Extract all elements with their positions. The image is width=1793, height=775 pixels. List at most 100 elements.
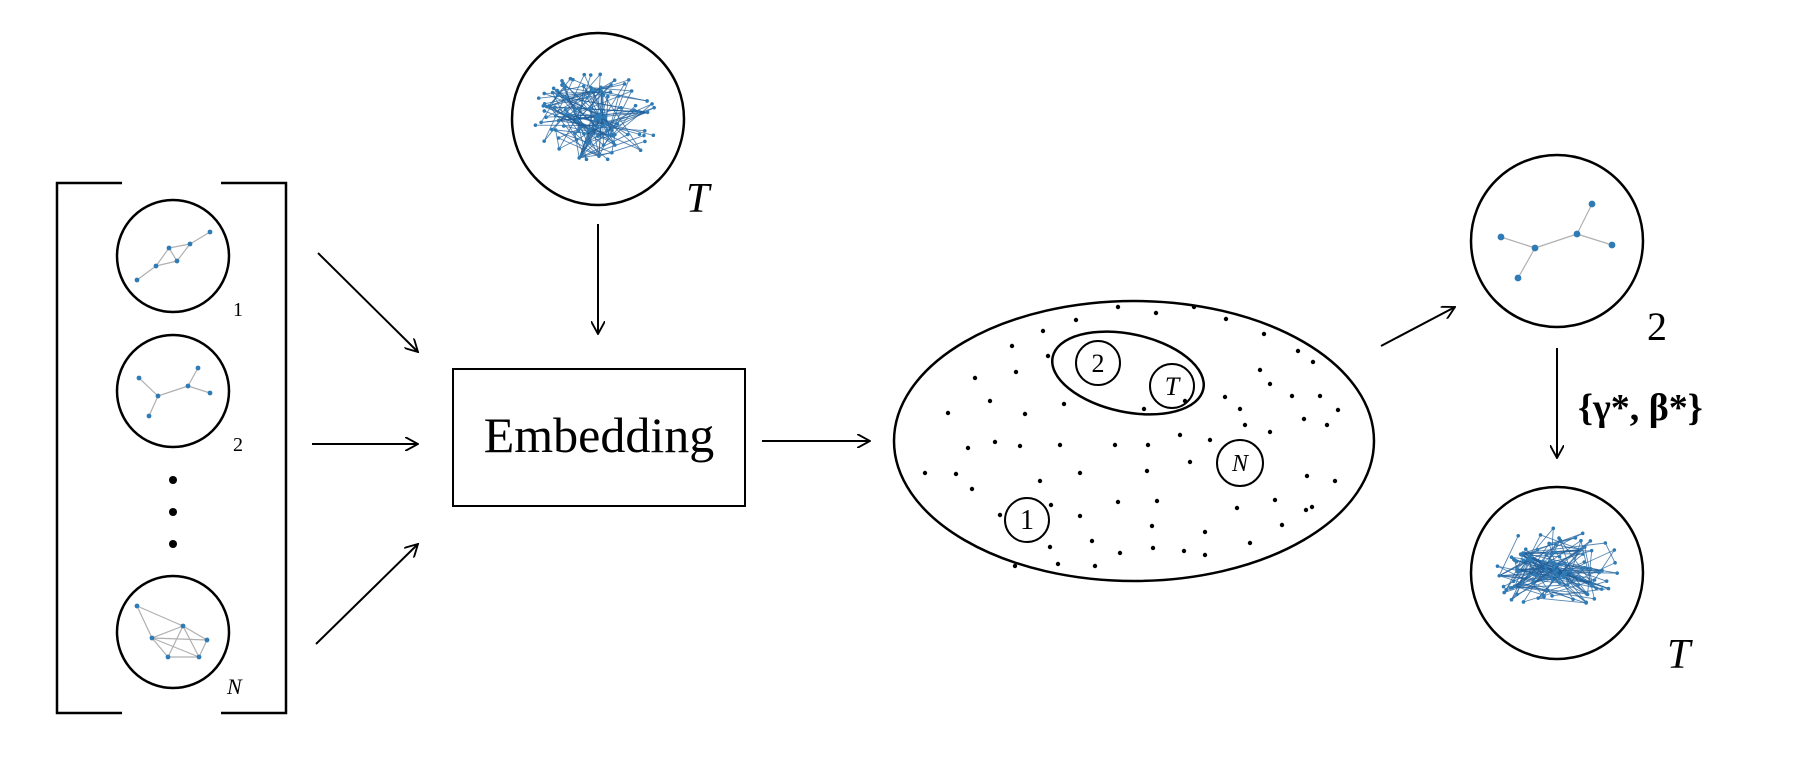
network-node (601, 93, 606, 97)
point-1: 1 (1004, 497, 1050, 543)
network-node (588, 73, 593, 77)
network-node (637, 132, 642, 137)
network-node (598, 72, 603, 77)
network-node (615, 122, 620, 126)
network-node (575, 118, 579, 122)
network-node (1538, 533, 1543, 537)
network-edge (1563, 574, 1587, 595)
input-graph-2: 2 (115, 333, 243, 456)
network-edge (587, 134, 616, 143)
embedding-label: Embedding (484, 407, 715, 463)
network-node (597, 117, 602, 121)
network-node (632, 108, 636, 113)
network-node (563, 108, 568, 112)
network-node (555, 88, 560, 93)
network-node (642, 133, 646, 138)
network-node (1561, 575, 1566, 580)
embedding-point (1037, 478, 1043, 484)
network-node (1529, 558, 1534, 563)
network-edge (1587, 550, 1593, 595)
point-target-label: T (1165, 372, 1181, 401)
network-node (1551, 560, 1556, 565)
network-node (550, 90, 555, 95)
network-node (555, 93, 560, 98)
network-edge (578, 129, 591, 159)
graph-2-network (136, 365, 213, 419)
network-edge (540, 95, 559, 123)
network-node (1588, 567, 1593, 571)
embedding-point (987, 398, 993, 404)
network-node (542, 139, 546, 143)
network-node (616, 94, 621, 98)
network-node (1592, 578, 1597, 582)
network-node (586, 128, 591, 133)
graph-1-label: 1 (233, 299, 243, 321)
network-node (582, 72, 587, 77)
vertical-ellipsis (169, 476, 177, 548)
network-node (1550, 594, 1554, 598)
embedding-point (1247, 540, 1253, 546)
network-edge (1498, 535, 1519, 576)
point-n: N (1216, 439, 1264, 487)
network-node (612, 78, 617, 83)
network-edge (576, 74, 592, 121)
network-node (601, 123, 605, 128)
network-node (1584, 601, 1588, 605)
network-node (585, 95, 589, 100)
embedding-point (945, 410, 951, 416)
embedding-point (1061, 401, 1067, 407)
network-node (563, 85, 567, 90)
network-edge (564, 86, 648, 102)
network-edge (1521, 554, 1560, 558)
network-node (568, 113, 573, 118)
network-node (650, 102, 654, 106)
network-edge (598, 140, 646, 157)
network-edge (597, 126, 645, 132)
network-node (1511, 579, 1516, 584)
embedding-point (1242, 422, 1248, 428)
network-node (1557, 536, 1561, 540)
embedding-point (1237, 406, 1243, 412)
network-node (1526, 573, 1531, 577)
network-edge (1516, 556, 1530, 595)
input-arrows (312, 252, 418, 645)
network-edge (1591, 580, 1607, 587)
network-node (1544, 568, 1548, 573)
network-node (610, 128, 614, 133)
network-node (577, 156, 581, 160)
embedding-point (1310, 359, 1316, 365)
network-node (577, 126, 582, 130)
network-edge (1497, 565, 1533, 584)
embedding-point (1304, 473, 1310, 479)
network-node (553, 128, 558, 132)
network-edge (607, 96, 620, 136)
embedding-point (1073, 317, 1079, 323)
network-edge (1584, 546, 1593, 584)
graph-n-label: N (226, 674, 243, 699)
network-edge (544, 93, 606, 118)
target-graph-bottom-network (1495, 526, 1619, 605)
network-node (1597, 570, 1601, 575)
network-node (1570, 572, 1575, 577)
embedding-point (1177, 432, 1183, 438)
network-node (1588, 539, 1593, 543)
point-n-label: N (1231, 451, 1250, 477)
point-1-label: 1 (1020, 505, 1034, 536)
point-target: T (1149, 363, 1195, 409)
network-node (599, 85, 603, 90)
network-node (1530, 581, 1535, 585)
network-node (1603, 541, 1608, 545)
network-edge (551, 129, 588, 143)
network-node (622, 82, 627, 86)
network-node (1559, 562, 1563, 567)
network-node (1510, 585, 1514, 590)
network-node (1544, 565, 1548, 569)
network-edge (1499, 558, 1532, 577)
network-node (1534, 573, 1539, 578)
network-node (576, 106, 581, 111)
network-node (1521, 600, 1526, 604)
network-node (1599, 587, 1604, 591)
network-node (539, 120, 543, 125)
network-edge (590, 87, 606, 118)
network-node (560, 83, 564, 87)
